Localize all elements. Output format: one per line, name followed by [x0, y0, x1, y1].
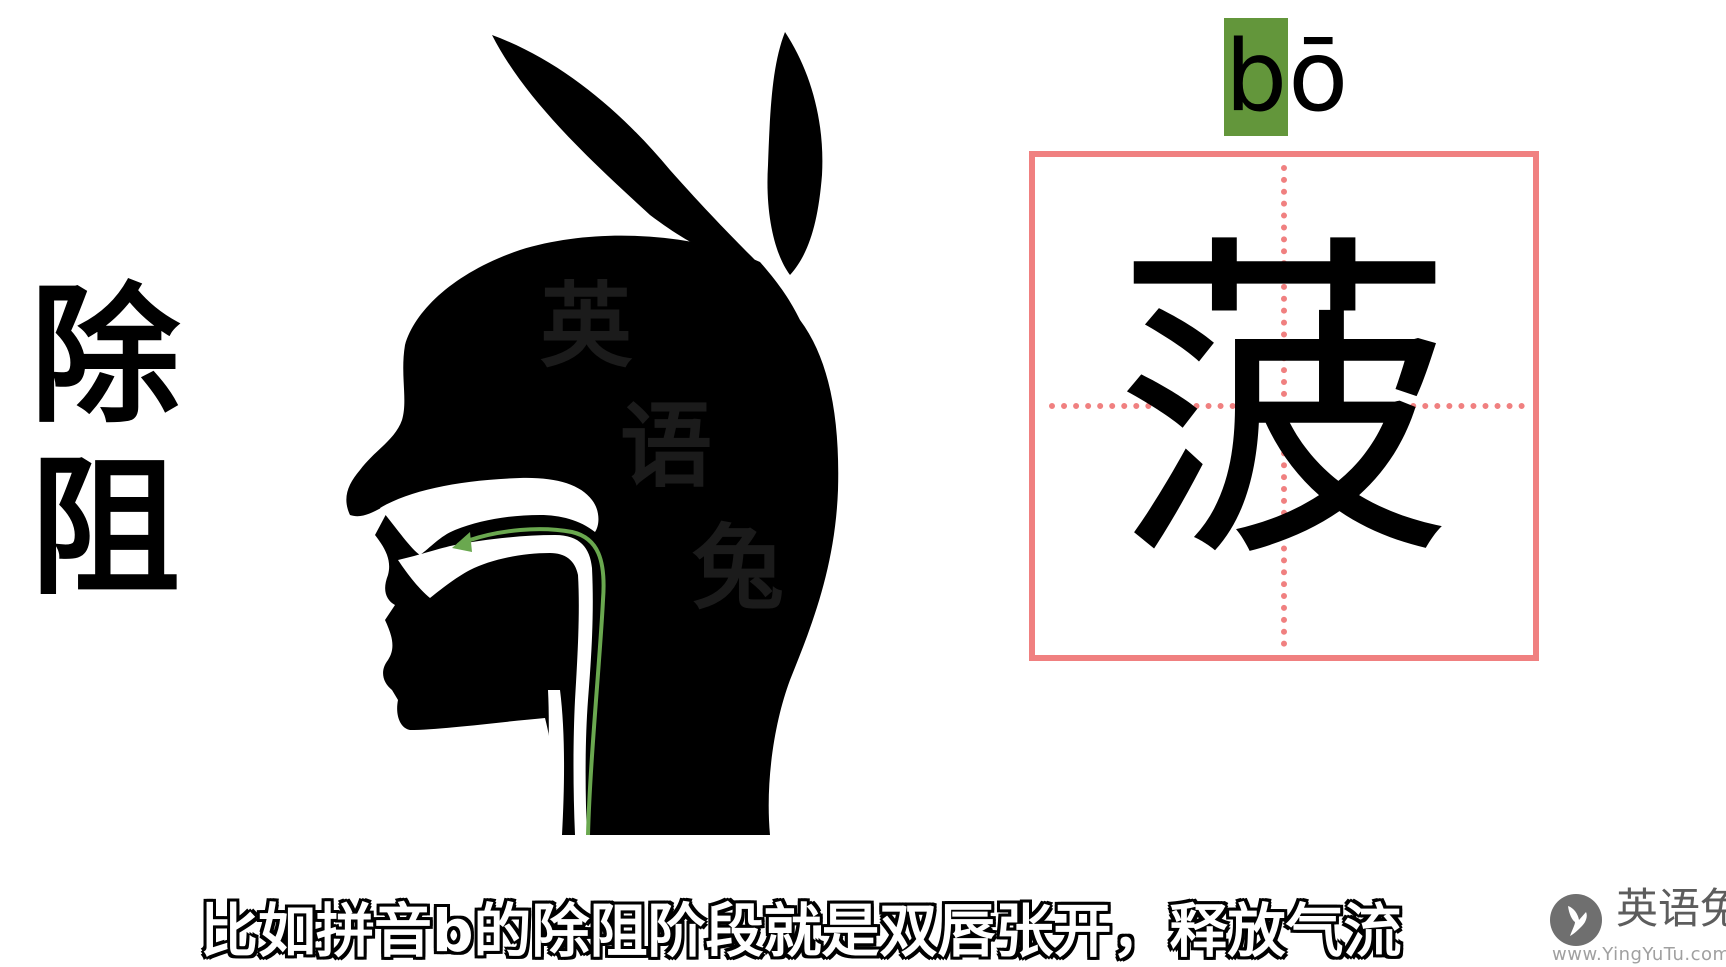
- logo-url: www.YingYuTu.com: [1552, 944, 1726, 965]
- pinyin: bō: [1224, 18, 1348, 136]
- grid-horizontal-guide: [1049, 403, 1525, 409]
- logo-name: 英语兔: [1616, 884, 1726, 933]
- character-grid: 菠: [1029, 151, 1539, 661]
- stage-label-char-1: 除: [30, 268, 181, 444]
- stage-label: 除 阻: [30, 270, 180, 614]
- pinyin-initial-highlight: b: [1224, 18, 1289, 136]
- rabbit-logo-icon: [1550, 894, 1602, 946]
- watermark-char-3: 兔: [692, 514, 785, 622]
- watermark-char-2: 语: [620, 392, 713, 500]
- airflow-arrow-icon: [457, 527, 606, 836]
- logo: 英语兔 www.YingYuTu.com: [1548, 888, 1726, 967]
- stage-label-char-2: 阻: [30, 440, 181, 616]
- pinyin-final: ō: [1288, 20, 1349, 134]
- subtitle: 比如拼音b的除阻阶段就是双唇张开，释放气流: [200, 897, 1402, 965]
- watermark-char-1: 英: [540, 272, 633, 380]
- hanzi-character: 菠: [1114, 208, 1454, 604]
- head-silhouette-icon: [346, 32, 839, 836]
